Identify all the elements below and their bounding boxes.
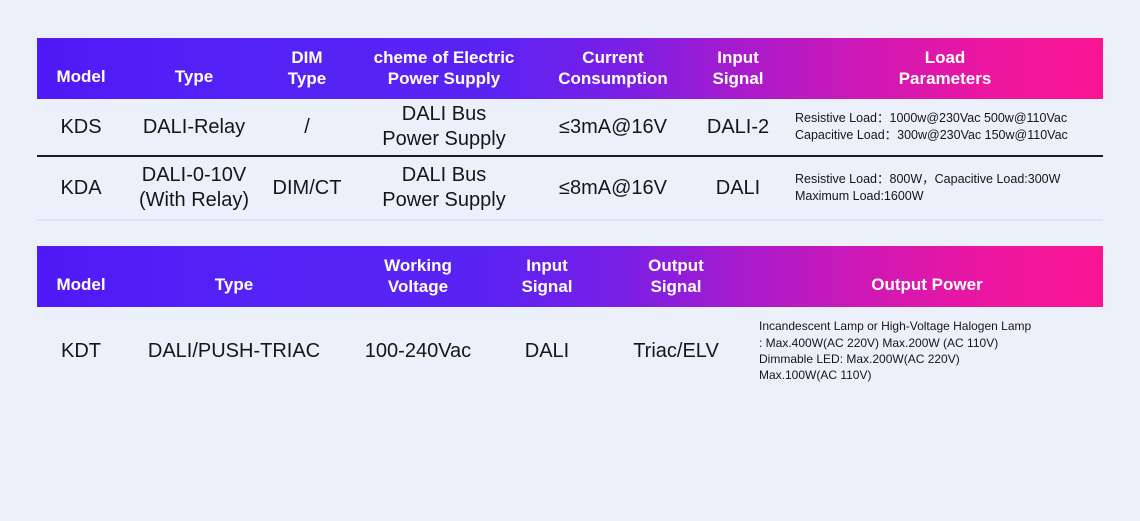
cell-type: DALI/PUSH-TRIAC <box>147 339 321 362</box>
table-header-row: Model Type Working Voltage Input Signal … <box>37 246 1103 307</box>
column-header-output-power: Output Power <box>871 275 983 295</box>
table-row: KDS DALI-Relay / DALI Bus Power Supply ≤… <box>37 99 1103 155</box>
table-body: KDT DALI/PUSH-TRIAC 100-240Vac DALI Tria… <box>37 307 1103 395</box>
cell-output-power: Incandescent Lamp or High-Voltage Haloge… <box>759 319 1032 383</box>
column-header-model: Model <box>56 67 106 87</box>
cell-current-consumption: ≤3mA@16V <box>559 115 667 138</box>
column-header-type: Type <box>214 275 254 295</box>
table-row: KDA DALI-0-10V (With Relay) DIM/CT DALI … <box>37 157 1103 219</box>
column-header-power-supply-scheme: cheme of Electric Power Supply <box>373 47 515 88</box>
column-header-input-signal: Input Signal <box>521 255 573 296</box>
cell-load-parameters: Resistive Load：1000w@230Vac 500w@110Vac … <box>795 110 1068 142</box>
cell-power-supply: DALI Bus Power Supply <box>382 164 506 211</box>
column-header-output-signal: Output Signal <box>648 255 704 296</box>
cell-model: KDA <box>60 176 102 199</box>
cell-model: KDT <box>61 339 101 362</box>
table-bottom-divider <box>37 219 1103 221</box>
column-header-type: Type <box>174 67 214 87</box>
table-row: KDT DALI/PUSH-TRIAC 100-240Vac DALI Tria… <box>37 307 1103 395</box>
cell-dim-type: / <box>304 115 310 138</box>
cell-current-consumption: ≤8mA@16V <box>559 176 667 199</box>
cell-type: DALI-Relay <box>142 115 246 138</box>
column-header-model: Model <box>56 275 106 295</box>
column-header-input-signal: Input Signal <box>712 47 764 88</box>
spec-table-dali-controllers: Model Type DIM Type cheme of Electric Po… <box>37 38 1103 221</box>
row-divider <box>37 155 1103 157</box>
cell-power-supply: DALI Bus Power Supply <box>382 103 506 150</box>
table-body: KDS DALI-Relay / DALI Bus Power Supply ≤… <box>37 99 1103 221</box>
column-header-load-parameters: Load Parameters <box>898 47 992 88</box>
spec-table-triac-dimmer: Model Type Working Voltage Input Signal … <box>37 246 1103 395</box>
cell-input-signal: DALI <box>715 176 761 199</box>
cell-input-signal: DALI-2 <box>706 115 770 138</box>
column-header-current-consumption: Current Consumption <box>558 47 668 88</box>
cell-input-signal: DALI <box>524 339 570 362</box>
column-header-working-voltage: Working Voltage <box>384 255 452 296</box>
cell-type: DALI-0-10V (With Relay) <box>138 164 249 211</box>
cell-working-voltage: 100-240Vac <box>364 339 472 362</box>
column-header-dim-type: DIM Type <box>287 47 327 88</box>
cell-model: KDS <box>60 115 102 138</box>
cell-load-parameters: Resistive Load：800W，Capacitive Load:300W… <box>795 171 1061 203</box>
cell-output-signal: Triac/ELV <box>633 339 719 362</box>
table-header-row: Model Type DIM Type cheme of Electric Po… <box>37 38 1103 99</box>
cell-dim-type: DIM/CT <box>272 176 342 199</box>
